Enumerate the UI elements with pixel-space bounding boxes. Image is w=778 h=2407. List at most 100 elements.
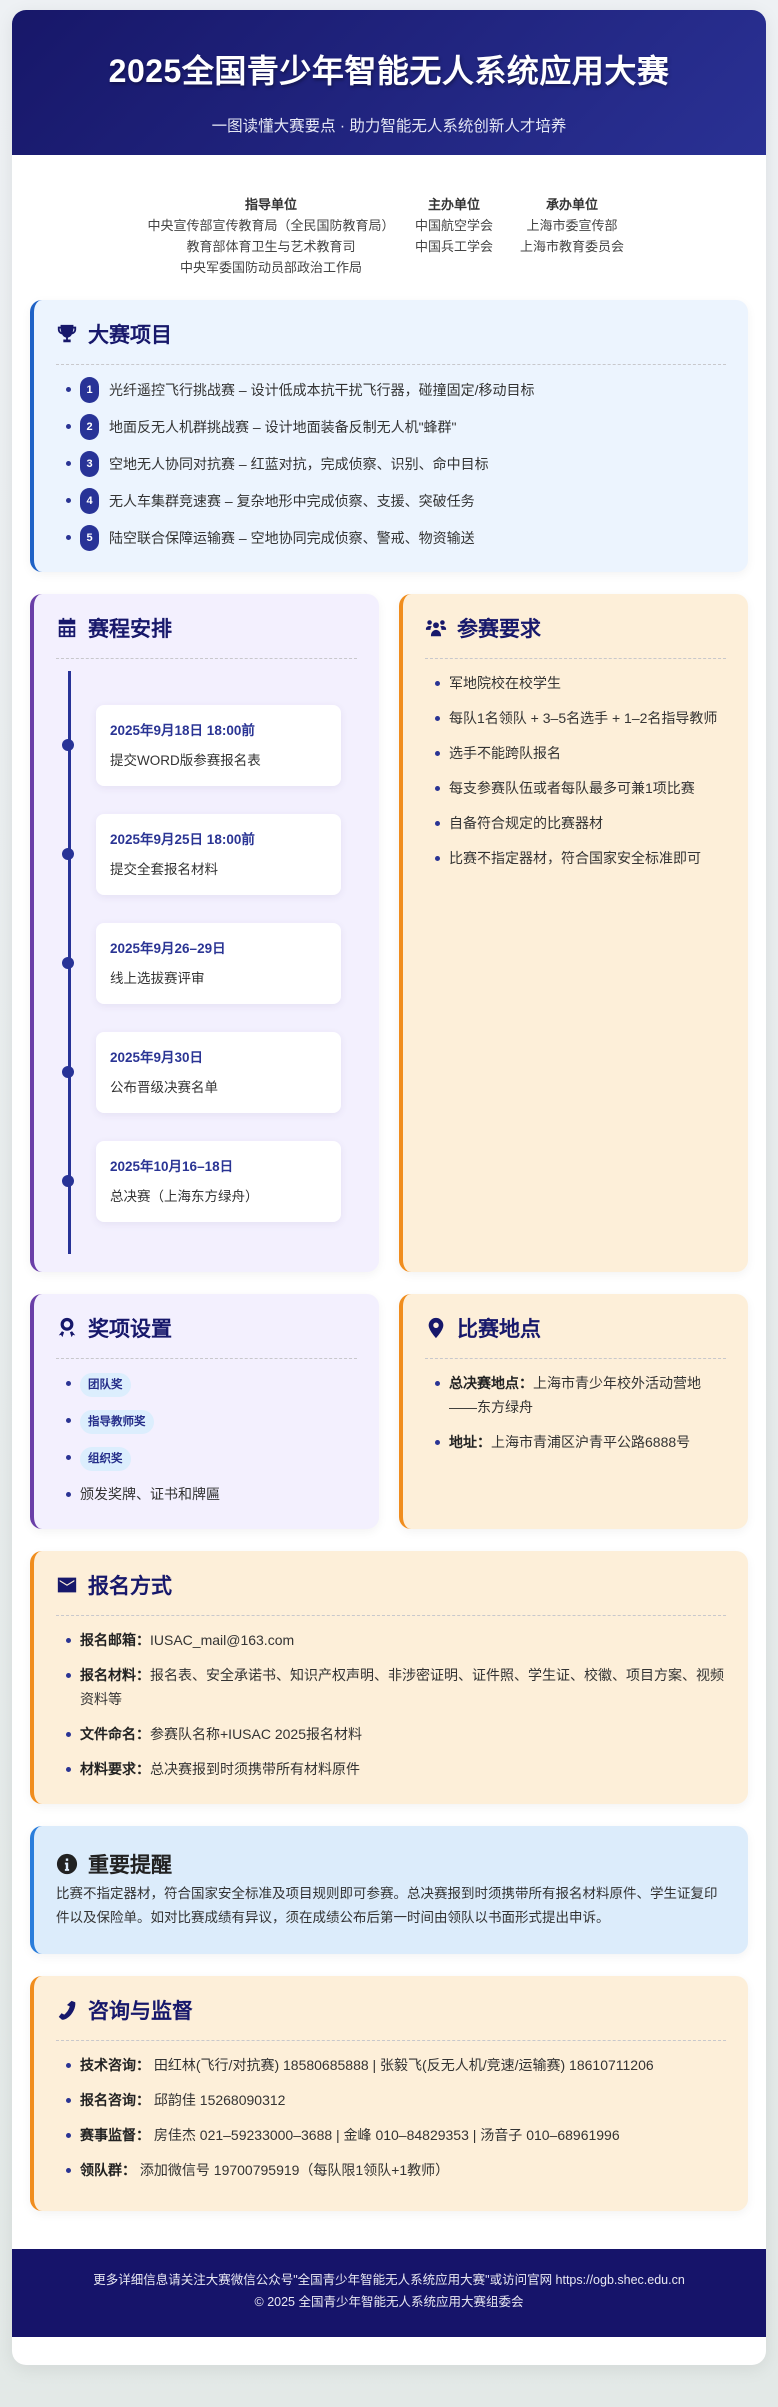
project-text: 空地无人协同对抗赛 – 红蓝对抗，完成侦察、识别、命中目标 — [109, 456, 489, 472]
registration-list: 报名邮箱：IUSAC_mail@163.com 报名材料：报名表、安全承诺书、知… — [56, 1628, 726, 1781]
requirement-item: 比赛不指定器材，符合国家安全标准即可 — [435, 846, 726, 870]
timeline-date: 2025年9月25日 18:00前 — [110, 832, 255, 847]
info-circle-icon — [56, 1853, 78, 1875]
requirement-item: 军地院校在校学生 — [435, 671, 726, 695]
map-pin-icon — [428, 1317, 444, 1339]
timeline-desc: 提交全套报名材料 — [110, 862, 218, 877]
contact-title: 咨询与监督 — [56, 1994, 726, 2026]
schedule-title: 赛程安排 — [56, 612, 357, 644]
envelope-icon — [57, 1577, 77, 1593]
divider — [56, 2040, 726, 2041]
registration-item: 文件命名：参赛队名称+IUSAC 2025报名材料 — [66, 1722, 726, 1746]
venue-card: 比赛地点 总决赛地点：上海市青少年校外活动营地——东方绿舟 地址：上海市青浦区沪… — [399, 1294, 748, 1529]
venue-list: 总决赛地点：上海市青少年校外活动营地——东方绿舟 地址：上海市青浦区沪青平公路6… — [425, 1371, 726, 1454]
contact-label: 技术咨询： — [80, 2057, 150, 2073]
requirements-card: 参赛要求 军地院校在校学生 每队1名领队 + 3–5名选手 + 1–2名指导教师… — [399, 594, 748, 1272]
phone-icon — [58, 2000, 76, 2020]
organizers: 指导单位 中央宣传部宣传教育局（全民国防教育局） 教育部体育卫生与艺术教育司 中… — [12, 155, 766, 300]
venue-title-text: 比赛地点 — [457, 1318, 541, 1341]
host-units: 主办单位 中国航空学会 中国兵工学会 — [414, 194, 494, 278]
contact-value: 添加微信号 19700795919（每队限1领队+1教师） — [139, 2162, 450, 2178]
project-number-badge: 2 — [80, 414, 99, 440]
timeline-item: 2025年9月26–29日 线上选拔赛评审 — [62, 923, 341, 1004]
timeline-item: 2025年10月16–18日 总决赛（上海东方绿舟） — [62, 1141, 341, 1222]
contact-title-text: 咨询与监督 — [88, 2000, 193, 2023]
venue-value: 上海市青少年校外活动营地——东方绿舟 — [449, 1375, 701, 1415]
award-item: 指导教师奖 — [66, 1408, 357, 1434]
host-unit: 中国兵工学会 — [414, 239, 493, 254]
contact-label: 领队群： — [80, 2162, 136, 2178]
divider — [56, 1358, 357, 1359]
guiding-units-label: 指导单位 — [244, 197, 297, 212]
divider — [425, 658, 726, 659]
reminder-title: 重要提醒 — [56, 1848, 726, 1880]
contact-item: 报名咨询： 邱韵佳 15268090312 — [66, 2088, 726, 2112]
registration-item: 报名邮箱：IUSAC_mail@163.com — [66, 1628, 726, 1652]
divider — [56, 658, 357, 659]
contact-list: 技术咨询： 田红林(飞行/对抗赛) 18580685888 | 张毅飞(反无人机… — [56, 2053, 726, 2182]
schedule-title-text: 赛程安排 — [88, 618, 172, 641]
divider — [425, 1358, 726, 1359]
page-footer: 更多详细信息请关注大赛微信公众号"全国青少年智能无人系统应用大赛"或访问官网 h… — [12, 2249, 766, 2337]
award-item: 团队奖 — [66, 1371, 357, 1397]
reminder-text: 比赛不指定器材，符合国家安全标准及项目规则即可参赛。总决赛报到时须携带所有报名材… — [56, 1886, 718, 1925]
undertaker-units: 承办单位 上海市委宣传部 上海市教育委员会 — [512, 194, 632, 278]
divider — [56, 1615, 726, 1616]
page-header: 2025全国青少年智能无人系统应用大赛 一图读懂大赛要点 · 助力智能无人系统创… — [12, 10, 766, 155]
awards-title: 奖项设置 — [56, 1312, 357, 1344]
footer-copyright: © 2025 全国青少年智能无人系统应用大赛组委会 — [254, 2295, 524, 2309]
contact-label: 赛事监督： — [80, 2127, 150, 2143]
project-text: 光纤遥控飞行挑战赛 – 设计低成本抗干扰飞行器，碰撞固定/移动目标 — [109, 382, 535, 398]
timeline-desc: 提交WORD版参赛报名表 — [110, 753, 261, 768]
host-unit: 中国航空学会 — [414, 218, 493, 233]
registration-item: 报名材料：报名表、安全承诺书、知识产权声明、非涉密证明、证件照、学生证、校徽、项… — [66, 1663, 726, 1711]
awards-title-text: 奖项设置 — [88, 1318, 172, 1341]
divider — [56, 364, 726, 365]
timeline-item: 2025年9月18日 18:00前 提交WORD版参赛报名表 — [62, 705, 341, 786]
poster-page: 2025全国青少年智能无人系统应用大赛 一图读懂大赛要点 · 助力智能无人系统创… — [12, 10, 766, 2365]
contact-card: 咨询与监督 技术咨询： 田红林(飞行/对抗赛) 18580685888 | 张毅… — [30, 1976, 748, 2211]
award-item: 组织奖 — [66, 1445, 357, 1471]
requirement-item: 自备符合规定的比赛器材 — [435, 811, 726, 835]
contact-value: 邱韵佳 15268090312 — [153, 2092, 286, 2108]
projects-title: 大赛项目 — [56, 318, 726, 350]
venue-label: 总决赛地点： — [449, 1375, 533, 1391]
award-pill-instructor: 指导教师奖 — [80, 1410, 154, 1434]
project-text: 陆空联合保障运输赛 – 空地协同完成侦察、警戒、物资输送 — [109, 530, 475, 546]
registration-email[interactable]: IUSAC_mail@163.com — [150, 1632, 295, 1648]
users-icon — [425, 620, 447, 637]
registration-card: 报名方式 报名邮箱：IUSAC_mail@163.com 报名材料：报名表、安全… — [30, 1551, 748, 1804]
projects-card: 大赛项目 1 光纤遥控飞行挑战赛 – 设计低成本抗干扰飞行器，碰撞固定/移动目标 … — [30, 300, 748, 572]
footer-info: 更多详细信息请关注大赛微信公众号"全国青少年智能无人系统应用大赛"或访问官网 h… — [93, 2273, 685, 2287]
schedule-card: 赛程安排 2025年9月18日 18:00前 提交WORD版参赛报名表 2025… — [30, 594, 379, 1272]
page-subtitle: 一图读懂大赛要点 · 助力智能无人系统创新人才培养 — [211, 118, 567, 135]
project-number-badge: 5 — [80, 525, 99, 551]
page-title: 2025全国青少年智能无人系统应用大赛 — [108, 53, 670, 89]
timeline-item: 2025年9月25日 18:00前 提交全套报名材料 — [62, 814, 341, 895]
timeline-date: 2025年9月30日 — [110, 1050, 204, 1065]
undertaker-unit: 上海市委宣传部 — [526, 218, 618, 233]
contact-value: 田红林(飞行/对抗赛) 18580685888 | 张毅飞(反无人机/竞速/运输… — [153, 2057, 654, 2073]
award-icon — [58, 1317, 76, 1338]
guiding-unit: 教育部体育卫生与艺术教育司 — [186, 239, 356, 254]
venue-item: 地址：上海市青浦区沪青平公路6888号 — [435, 1430, 726, 1454]
venue-label: 地址： — [449, 1434, 491, 1450]
award-pill-organization: 组织奖 — [80, 1447, 131, 1471]
registration-title: 报名方式 — [56, 1569, 726, 1601]
schedule-timeline: 2025年9月18日 18:00前 提交WORD版参赛报名表 2025年9月25… — [62, 671, 357, 1254]
timeline-date: 2025年9月26–29日 — [110, 941, 226, 956]
project-number-badge: 3 — [80, 451, 99, 477]
timeline-desc: 线上选拔赛评审 — [110, 971, 205, 986]
project-number-badge: 1 — [80, 377, 99, 403]
guiding-units: 指导单位 中央宣传部宣传教育局（全民国防教育局） 教育部体育卫生与艺术教育司 中… — [146, 194, 396, 278]
requirements-title: 参赛要求 — [425, 612, 726, 644]
undertaker-units-label: 承办单位 — [545, 197, 598, 212]
timeline-date: 2025年10月16–18日 — [110, 1159, 234, 1174]
registration-label: 文件命名： — [80, 1726, 150, 1742]
registration-title-text: 报名方式 — [88, 1575, 172, 1598]
registration-label: 报名材料： — [80, 1667, 150, 1683]
reminder-title-text: 重要提醒 — [88, 1854, 172, 1877]
